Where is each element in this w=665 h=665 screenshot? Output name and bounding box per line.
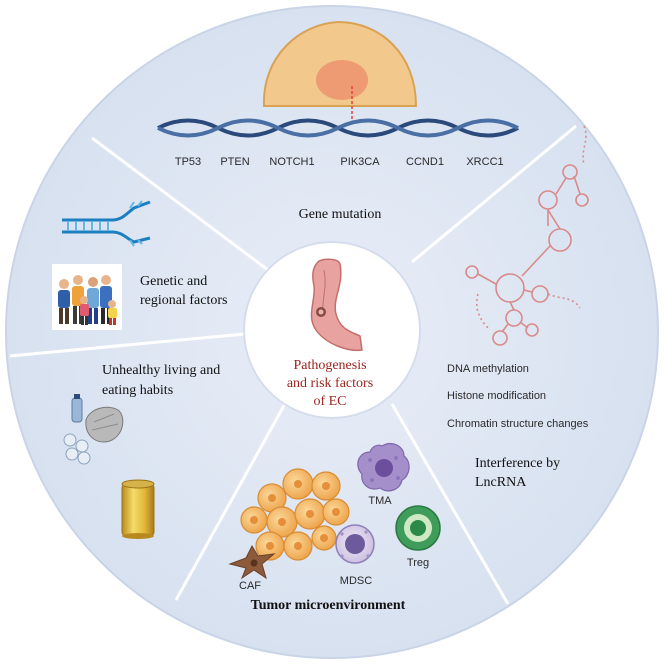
center-title: Pathogenesis and risk factors of EC	[287, 358, 373, 409]
tme-section: TMA MDSC Treg CAF Tumor microenvironment	[228, 443, 441, 613]
lncrna-item: Chromatin structure changes	[447, 418, 589, 430]
gene-mutation-title: Gene mutation	[299, 207, 382, 222]
dna-helix-icon	[157, 118, 519, 138]
family-icon	[52, 264, 122, 330]
unhealthy-title-line1: Unhealthy living and	[102, 363, 220, 378]
lncrna-title-line2: LncRNA	[475, 475, 527, 490]
lncrna-title-line1: Interference by	[475, 456, 560, 471]
gene-mutation-section: TP53 PTEN NOTCH1 PIK3CA CCND1 XRCC1 Gene…	[157, 20, 519, 222]
treg-cell-icon	[395, 505, 441, 551]
gene-label: NOTCH1	[269, 156, 314, 168]
unhealthy-section: Unhealthy living and eating habits	[63, 363, 220, 539]
genetic-title-line1: Genetic and	[140, 274, 207, 289]
unhealthy-title-line2: eating habits	[102, 383, 173, 398]
nucleus-icon	[316, 60, 368, 100]
esophagus-illustration	[310, 258, 363, 352]
genetic-title-line2: regional factors	[140, 293, 227, 308]
center-title-line2: and risk factors	[287, 376, 373, 391]
caf-cell-icon	[228, 544, 276, 580]
dna-ladder-icon	[62, 200, 151, 247]
center-title-line3: of EC	[313, 394, 346, 409]
gene-label: PIK3CA	[340, 156, 380, 168]
lncrna-item: Histone modification	[447, 390, 546, 402]
tme-title: Tumor microenvironment	[251, 598, 406, 613]
tumor-cells-icon	[240, 468, 350, 561]
gene-label: PTEN	[220, 156, 249, 168]
soda-can-icon	[121, 479, 155, 539]
lncrna-item: DNA methylation	[447, 363, 529, 375]
plastic-waste-icon	[63, 394, 124, 465]
gene-labels: TP53 PTEN NOTCH1 PIK3CA CCND1 XRCC1	[175, 156, 504, 168]
genetic-section: Genetic and regional factors	[52, 200, 227, 330]
center-title-line1: Pathogenesis	[293, 358, 366, 373]
section-dividers	[9, 124, 577, 605]
tma-cell-icon	[357, 443, 410, 492]
gene-label: TP53	[175, 156, 201, 168]
treg-label: Treg	[407, 557, 429, 569]
lncrna-section: DNA methylation Histone modification Chr…	[447, 125, 589, 490]
mdsc-cell-icon	[335, 524, 375, 564]
gene-label: CCND1	[406, 156, 444, 168]
mdsc-label: MDSC	[340, 575, 372, 587]
gene-label: XRCC1	[466, 156, 503, 168]
lncrna-structure-icon	[465, 125, 589, 346]
caf-label: CAF	[239, 580, 261, 592]
tma-label: TMA	[368, 495, 392, 507]
